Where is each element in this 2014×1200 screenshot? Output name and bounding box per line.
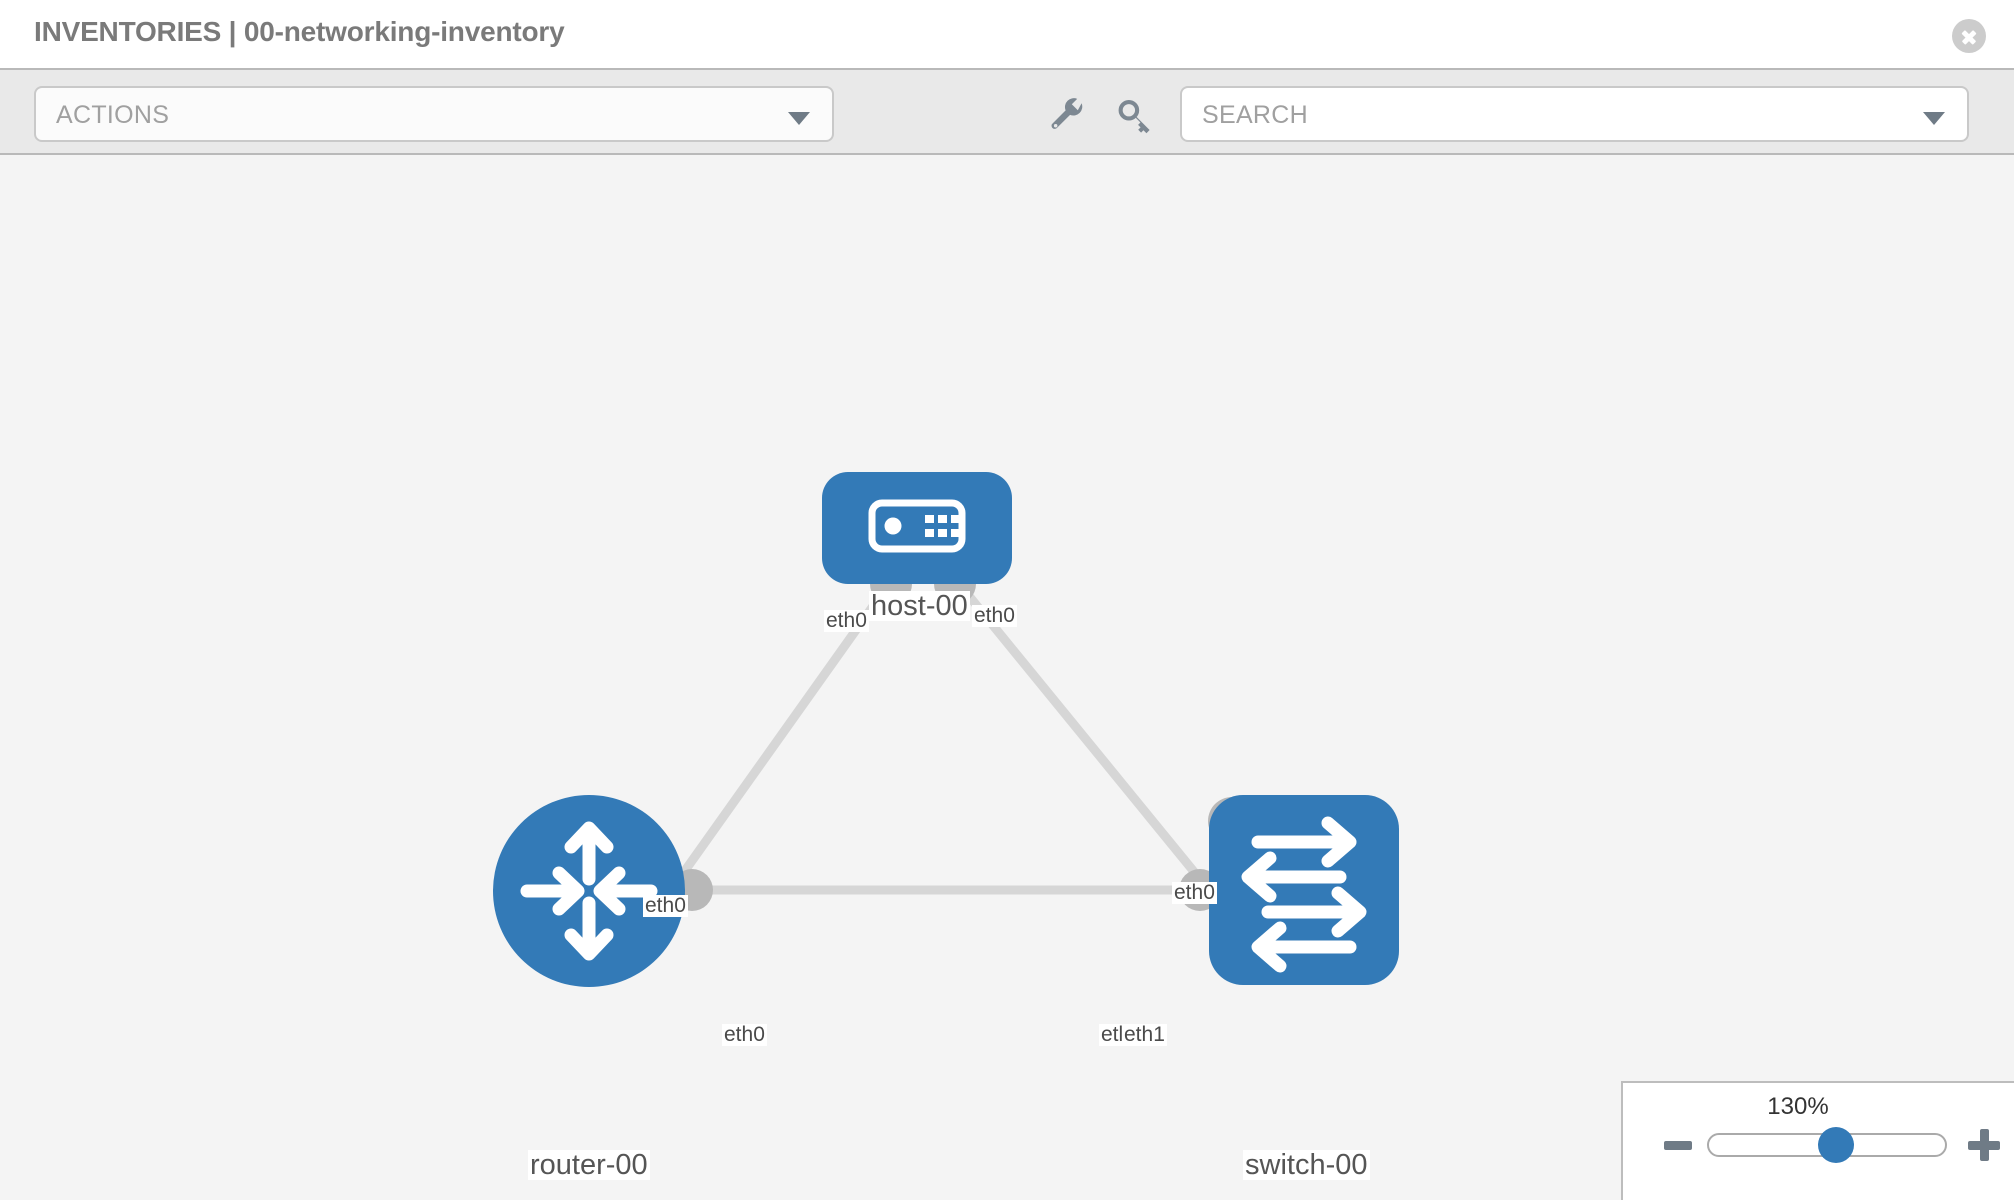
actions-dropdown-label: ACTIONS (56, 101, 170, 129)
key-icon[interactable] (1117, 96, 1155, 134)
iface-label-router-up: eth0 (643, 894, 688, 918)
iface-label-router-right: eth0 (722, 1023, 767, 1047)
node-switch-00[interactable] (1209, 795, 1399, 985)
wrench-icon[interactable] (1049, 96, 1087, 134)
plus-icon[interactable] (1968, 1129, 2000, 1161)
iface-label-host-right: eth0 (972, 604, 1017, 628)
page-title: INVENTORIES | 00-networking-inventory (34, 16, 565, 47)
node-router-00[interactable] (493, 795, 685, 987)
zoom-level-value: 130% (1767, 1093, 1829, 1120)
switch-icon (1241, 816, 1367, 973)
zoom-slider-thumb[interactable] (1818, 1127, 1854, 1163)
chevron-down-icon (788, 112, 810, 125)
window-header: INVENTORIES | 00-networking-inventory (0, 0, 2014, 68)
node-label-switch-00: switch-00 (1243, 1149, 1370, 1181)
minus-icon[interactable] (1664, 1141, 1692, 1150)
actions-dropdown[interactable]: ACTIONS (34, 86, 834, 142)
node-label-router-00: router-00 (528, 1149, 650, 1181)
search-input[interactable]: SEARCH (1180, 86, 1969, 142)
close-icon[interactable] (1952, 19, 1986, 53)
chevron-down-icon[interactable] (1923, 112, 1945, 125)
topology-graph (493, 472, 1399, 987)
node-label-host-00: host-00 (869, 590, 970, 622)
search-placeholder: SEARCH (1202, 101, 1308, 129)
server-icon (868, 499, 966, 553)
iface-label-switch-left: eth1 (1122, 1023, 1167, 1047)
iface-label-switch-up: eth0 (1172, 881, 1217, 905)
iface-label-switch-left-truncated: etl (1099, 1023, 1126, 1047)
zoom-control-panel: 130% (1621, 1081, 2014, 1200)
node-host-00[interactable] (822, 472, 1012, 584)
router-icon (520, 821, 658, 961)
topology-canvas[interactable]: host-00 router-00 switch-00 eth0 eth0 et… (0, 155, 2014, 1200)
topology-edges (621, 582, 1266, 958)
iface-label-host-left: eth0 (824, 609, 869, 633)
toolbar: ACTIONS SEARCH (0, 68, 2014, 155)
